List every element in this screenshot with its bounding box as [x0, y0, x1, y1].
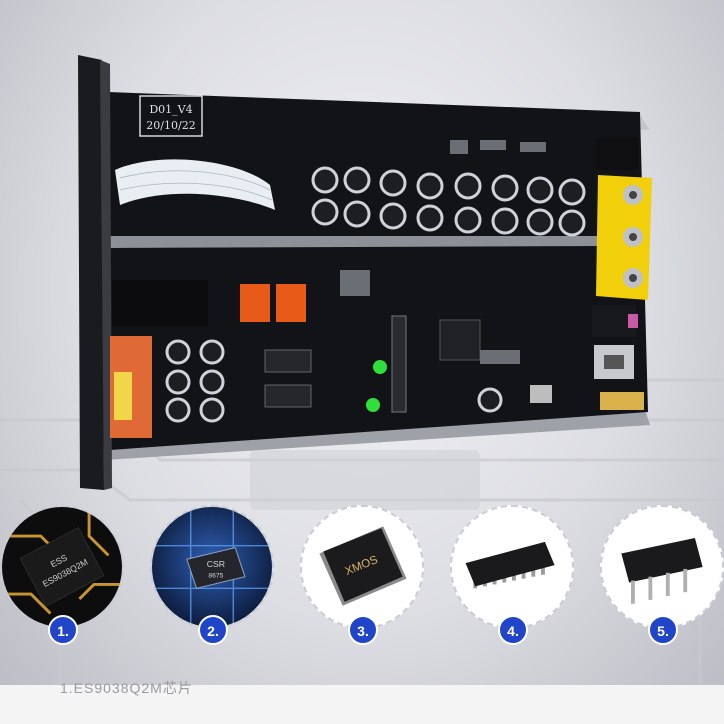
pin-header — [391, 315, 407, 413]
chip-badge-3: 3. — [348, 615, 378, 645]
led-green-2 — [366, 398, 380, 412]
chip-badge-4: 4. — [498, 615, 528, 645]
chip-badge-5: 5. — [648, 615, 678, 645]
chip-circle-1: ESS ES9038Q2M — [0, 505, 124, 629]
dac-board-photo: D01_V4 20/10/22 — [78, 55, 652, 490]
chip-circle-4 — [450, 505, 574, 629]
relay-1 — [240, 284, 270, 322]
soic-chip-icon — [452, 507, 572, 627]
chip-circle-3: XMOS — [300, 505, 424, 629]
footer-strip — [0, 685, 724, 724]
board-date: 20/10/22 — [146, 119, 195, 132]
svg-text:8675: 8675 — [208, 573, 223, 580]
version-label-box — [139, 95, 203, 137]
chip-circle-5 — [600, 505, 724, 629]
chip-badge-1: 1. — [48, 615, 78, 645]
chip-badge-2: 2. — [198, 615, 228, 645]
bluetooth-module — [530, 385, 552, 403]
led-green-1 — [373, 360, 387, 374]
dip8-chip-icon — [602, 507, 722, 627]
antenna-connector — [600, 392, 644, 410]
front-panel — [78, 55, 104, 490]
capacitor-bank-top — [311, 166, 586, 237]
ess-dac-chip-icon: ESS ES9038Q2M — [2, 507, 122, 627]
board-version: D01_V4 — [149, 103, 192, 116]
rca-output-jacks — [596, 175, 652, 300]
chip-highlights-row: ESS ES9038Q2M 1. CSR 8675 2. — [0, 505, 724, 655]
svg-text:CSR: CSR — [207, 559, 225, 569]
relay-2 — [276, 284, 306, 322]
dc-power-jack — [596, 138, 638, 170]
csr-bluetooth-chip-icon: CSR 8675 — [152, 507, 272, 627]
capacitor-bank-lower — [165, 339, 503, 423]
xmos-usb-chip-icon: XMOS — [302, 507, 422, 627]
pcb-board — [108, 92, 648, 450]
usb-port — [112, 280, 208, 326]
chip-circle-2: CSR 8675 — [150, 505, 274, 629]
footer-caption: 1.ES9038Q2M芯片 — [60, 680, 193, 696]
